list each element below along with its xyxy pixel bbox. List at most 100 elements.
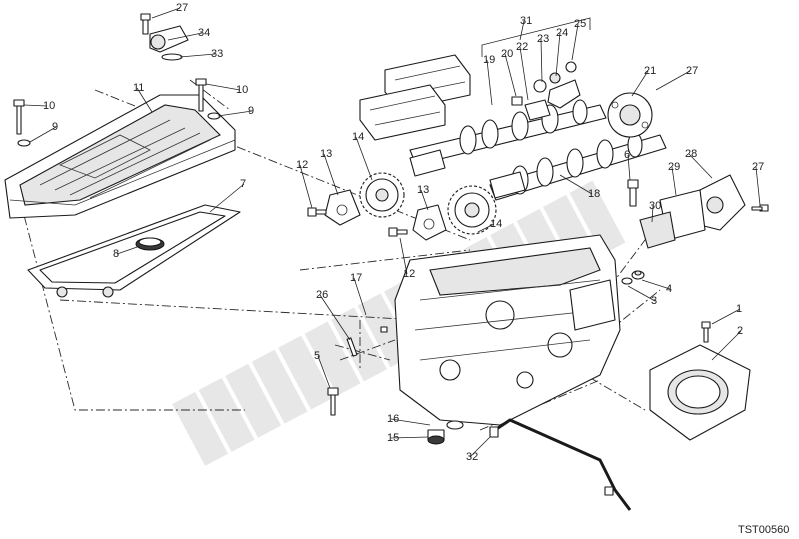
callout-leader — [559, 174, 593, 195]
callout-leader — [519, 46, 529, 101]
callout-leader — [319, 294, 351, 341]
plug-and-washer — [427, 420, 464, 445]
callout-4: 4 — [666, 283, 672, 295]
callout-21: 21 — [644, 65, 656, 77]
callout-14: 14 — [352, 131, 364, 143]
callout-leader — [469, 436, 491, 458]
callout-15: 15 — [387, 432, 399, 444]
cylinder-head — [394, 234, 621, 426]
callout-12: 12 — [296, 159, 308, 171]
callout-leader — [116, 245, 141, 255]
callout-26: 26 — [316, 289, 328, 301]
small-bolts — [307, 207, 408, 237]
callout-7: 7 — [240, 178, 246, 190]
sensor-and-fittings — [621, 179, 645, 285]
callout-leader — [627, 154, 631, 181]
callout-leader — [299, 164, 313, 209]
callout-leader — [151, 7, 181, 19]
callout-27: 27 — [686, 65, 698, 77]
callout-leader — [651, 205, 654, 223]
callout-13: 13 — [417, 184, 429, 196]
cover-bolts — [13, 78, 221, 147]
callout-13: 13 — [320, 148, 332, 160]
callout-30: 30 — [649, 200, 661, 212]
callout-16: 16 — [387, 413, 399, 425]
callout-leader — [555, 32, 561, 77]
tensioner-parts — [511, 61, 653, 138]
callout-leader — [323, 153, 339, 196]
callout-12: 12 — [403, 268, 415, 280]
callout-31: 31 — [520, 15, 532, 27]
callout-leader — [355, 136, 373, 181]
callout-leader — [209, 183, 245, 213]
callout-leader — [711, 308, 741, 325]
callout-11: 11 — [133, 82, 144, 94]
callout-leader — [519, 20, 525, 41]
callout-1: 1 — [736, 303, 742, 315]
callout-leader — [627, 285, 656, 302]
callout-3: 3 — [651, 295, 657, 307]
callout-leader — [353, 277, 367, 316]
callout-8: 8 — [113, 248, 119, 260]
callout-9: 9 — [52, 121, 58, 133]
callout-leader — [504, 53, 517, 97]
callout-5: 5 — [314, 350, 320, 362]
callout-leader — [29, 126, 57, 143]
callout-23: 23 — [537, 33, 549, 45]
callout-leader — [399, 237, 408, 275]
callout-leader — [755, 166, 761, 206]
callout-27: 27 — [176, 2, 188, 14]
callout-10: 10 — [43, 100, 55, 112]
callout-29: 29 — [668, 161, 680, 173]
callout-17: 17 — [350, 272, 362, 284]
cover-gasket — [27, 204, 241, 298]
callout-6: 6 — [624, 149, 630, 161]
callout-34: 34 — [198, 27, 210, 39]
spark-plug-seal — [135, 237, 165, 251]
drawing-code: TST00560 — [738, 524, 789, 536]
callout-9: 9 — [248, 105, 254, 117]
callout-10: 10 — [236, 84, 248, 96]
callout-32: 32 — [466, 451, 478, 463]
callout-leader — [217, 110, 253, 117]
callout-leader — [571, 23, 579, 61]
callout-22: 22 — [516, 41, 528, 53]
callout-leader — [390, 436, 429, 439]
callout-leader — [477, 223, 495, 233]
callout-leader — [655, 70, 691, 91]
callout-leader — [631, 70, 649, 97]
callout-leader — [688, 153, 713, 179]
thrust-plates — [324, 189, 447, 241]
callout-leader — [390, 418, 431, 426]
callout-leader — [136, 87, 153, 113]
callout-leader — [671, 166, 677, 196]
coolant-outlet — [639, 174, 769, 249]
callout-leader — [540, 38, 543, 83]
callout-leader — [23, 104, 48, 107]
callout-leader — [179, 53, 216, 58]
gear-hubs — [409, 149, 526, 199]
timing-gear-left — [359, 172, 405, 218]
callout-18: 18 — [588, 188, 600, 200]
callout-leader — [420, 189, 429, 211]
callout-leader — [317, 355, 331, 389]
callout-14: 14 — [490, 218, 502, 230]
intake-flange — [649, 321, 751, 441]
timing-gear-right — [447, 185, 497, 235]
camshaft-upper — [409, 99, 607, 166]
valve-cover — [4, 94, 236, 219]
cam-supports — [359, 54, 471, 141]
callout-leader — [167, 32, 203, 41]
callout-2: 2 — [737, 325, 743, 337]
callout-24: 24 — [556, 27, 568, 39]
callout-27: 27 — [752, 161, 764, 173]
callout-leader — [711, 330, 742, 361]
breather-fitting — [140, 13, 189, 61]
callout-20: 20 — [501, 48, 513, 60]
callout-28: 28 — [685, 148, 697, 160]
oil-line — [489, 418, 632, 511]
callout-33: 33 — [211, 48, 223, 60]
callout-leader — [641, 279, 671, 290]
